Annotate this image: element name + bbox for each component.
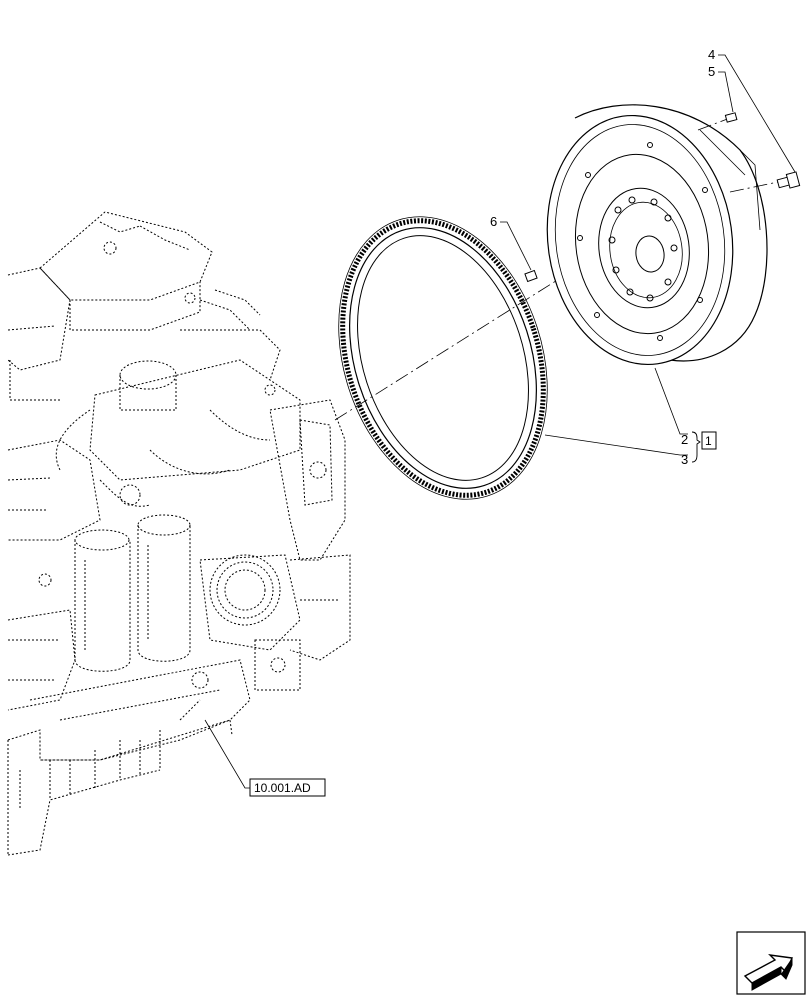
callout-2[interactable]: 2 (681, 432, 688, 447)
callout-bracket (691, 431, 701, 463)
callout-labels: 4 5 6 2 3 (490, 47, 715, 467)
dowel-pin-part-6 (524, 269, 538, 283)
leader-lines (204, 54, 796, 789)
assembly-callout-1[interactable]: 1 (701, 431, 717, 450)
callout-6[interactable]: 6 (490, 214, 497, 229)
callout-3[interactable]: 3 (681, 452, 688, 467)
callout-4[interactable]: 4 (708, 47, 715, 62)
reference-link-engine[interactable]: 10.001.AD (249, 778, 326, 797)
next-page-arrow-icon[interactable] (736, 931, 806, 995)
engine-block-drawing (7, 211, 351, 856)
pin-part-5 (724, 112, 738, 123)
ring-gear (338, 216, 548, 500)
bolt-part-4 (776, 171, 801, 189)
reference-label[interactable]: 10.001.AD (254, 781, 311, 795)
callout-5[interactable]: 5 (708, 64, 715, 79)
callout-1[interactable]: 1 (705, 434, 712, 448)
flywheel (546, 104, 768, 366)
